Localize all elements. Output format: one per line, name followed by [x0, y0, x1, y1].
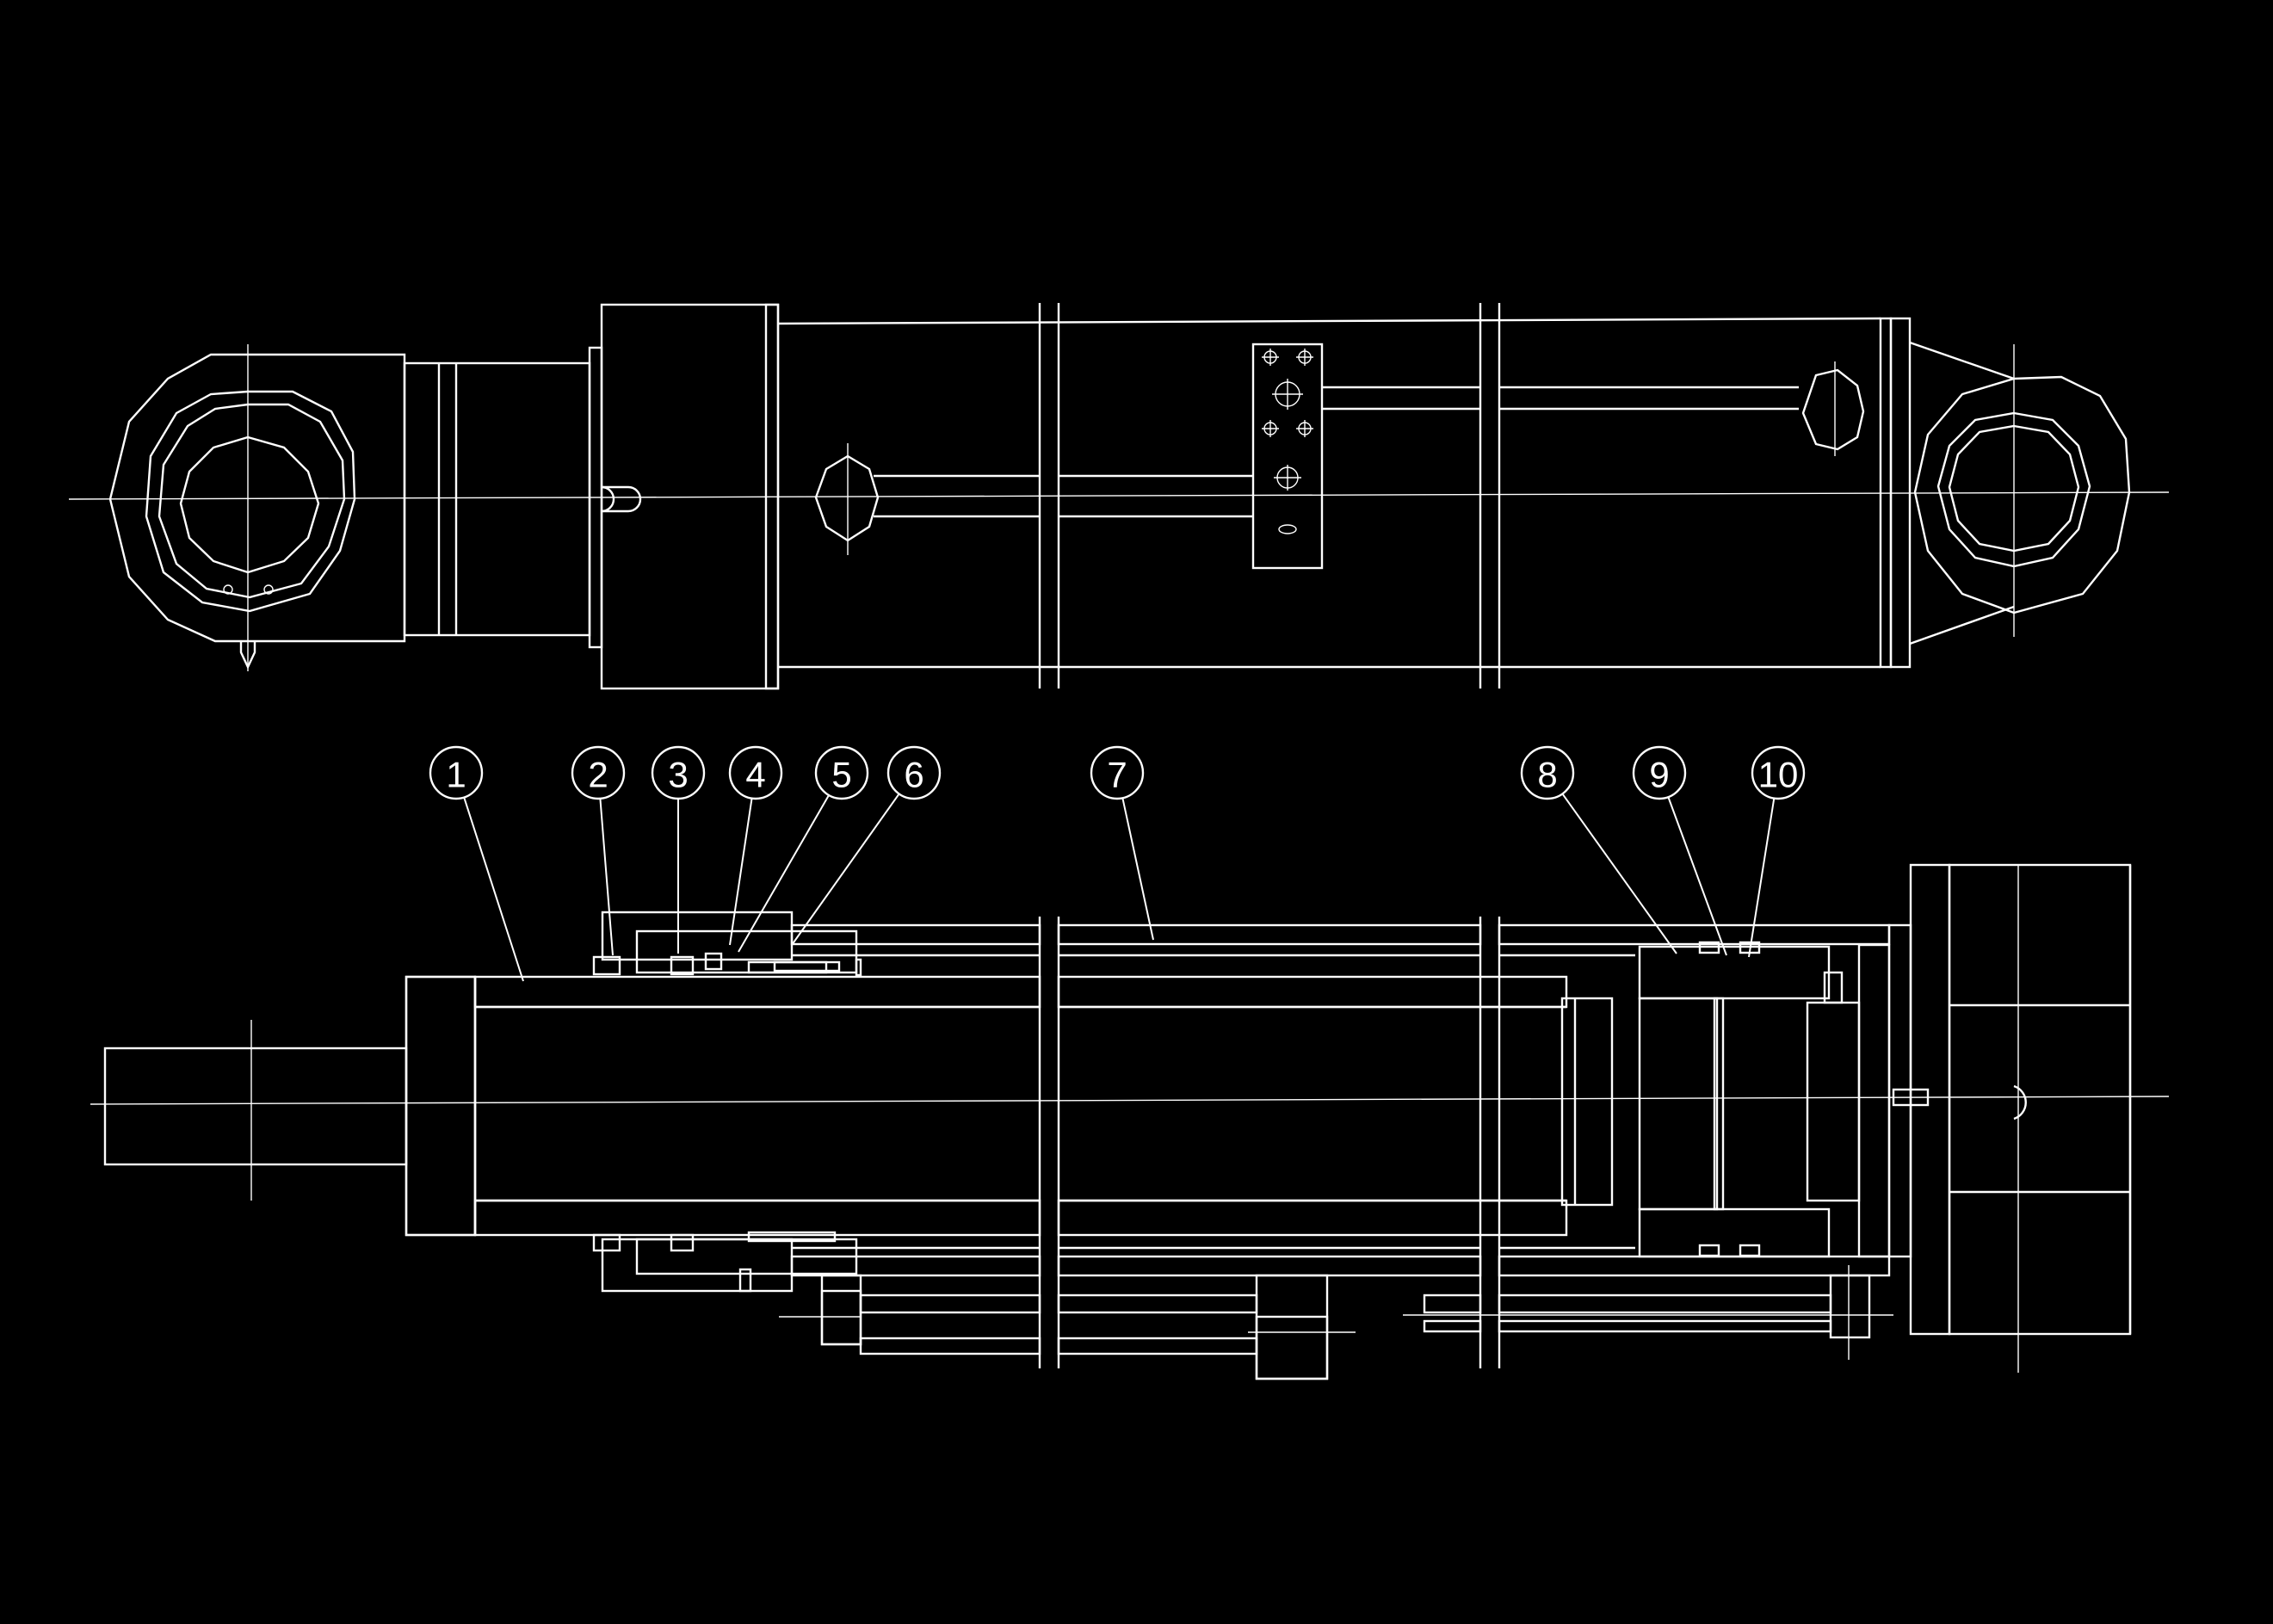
gland-housing [601, 911, 794, 961]
callout-label-5: 5 [831, 755, 851, 795]
callout-circle-1 [429, 745, 484, 800]
top-centerline [68, 491, 2170, 500]
callout-circle-6 [886, 745, 942, 800]
callout-label-2: 2 [588, 755, 608, 795]
callout-circle-3 [651, 745, 706, 800]
right-port [1801, 368, 1865, 451]
callout-leader-9 [1667, 796, 1727, 956]
callout-label-6: 6 [904, 755, 923, 795]
valve-block [1251, 343, 1324, 570]
callout-leader-5 [738, 794, 830, 953]
top-view [68, 303, 2170, 690]
callout-leader-7 [1121, 798, 1154, 941]
callout-label-9: 9 [1649, 755, 1669, 795]
callout-leader-10 [1748, 798, 1776, 958]
callout-leader-2 [599, 798, 614, 956]
barrel-lower-wall [790, 1255, 1041, 1277]
callouts: 1 2 3 4 5 6 7 8 9 10 [429, 745, 1806, 982]
callout-circle-8 [1520, 745, 1575, 800]
callout-leader-4 [729, 798, 753, 946]
right-clevis-eye [1913, 375, 2131, 614]
callout-label-8: 8 [1537, 755, 1557, 795]
callout-circle-4 [728, 745, 783, 800]
end-cap-section [1857, 943, 1891, 1258]
callout-circle-5 [814, 745, 869, 800]
piston-bushing [1560, 997, 1614, 1207]
callout-circle-7 [1090, 745, 1145, 800]
callout-leader-6 [791, 793, 900, 946]
top-piston-rod [403, 361, 591, 637]
callout-circle-9 [1632, 745, 1687, 800]
section-centerline [90, 1096, 2170, 1105]
callout-label-4: 4 [745, 755, 765, 795]
callout-label-3: 3 [668, 755, 688, 795]
callout-leader-8 [1561, 793, 1677, 954]
section-rod-end [103, 1047, 408, 1166]
left-rod-eye [108, 353, 406, 643]
left-port [814, 454, 880, 542]
top-barrel-top [777, 317, 1881, 325]
callout-leader-1 [463, 797, 524, 982]
external-pipe [859, 1294, 1041, 1314]
barrel-upper-wall [790, 923, 1041, 946]
callout-circle-10 [1751, 745, 1806, 800]
piston [1638, 945, 1831, 1000]
rod-upper-wall [473, 975, 1041, 1009]
callout-label-1: 1 [446, 755, 466, 795]
rod-lower-wall [473, 1199, 1041, 1237]
end-clevis [1948, 863, 2132, 1336]
callout-label-7: 7 [1107, 755, 1127, 795]
section-view [90, 863, 2170, 1380]
callout-circle-2 [571, 745, 626, 800]
callout-label-10: 10 [1758, 755, 1799, 795]
